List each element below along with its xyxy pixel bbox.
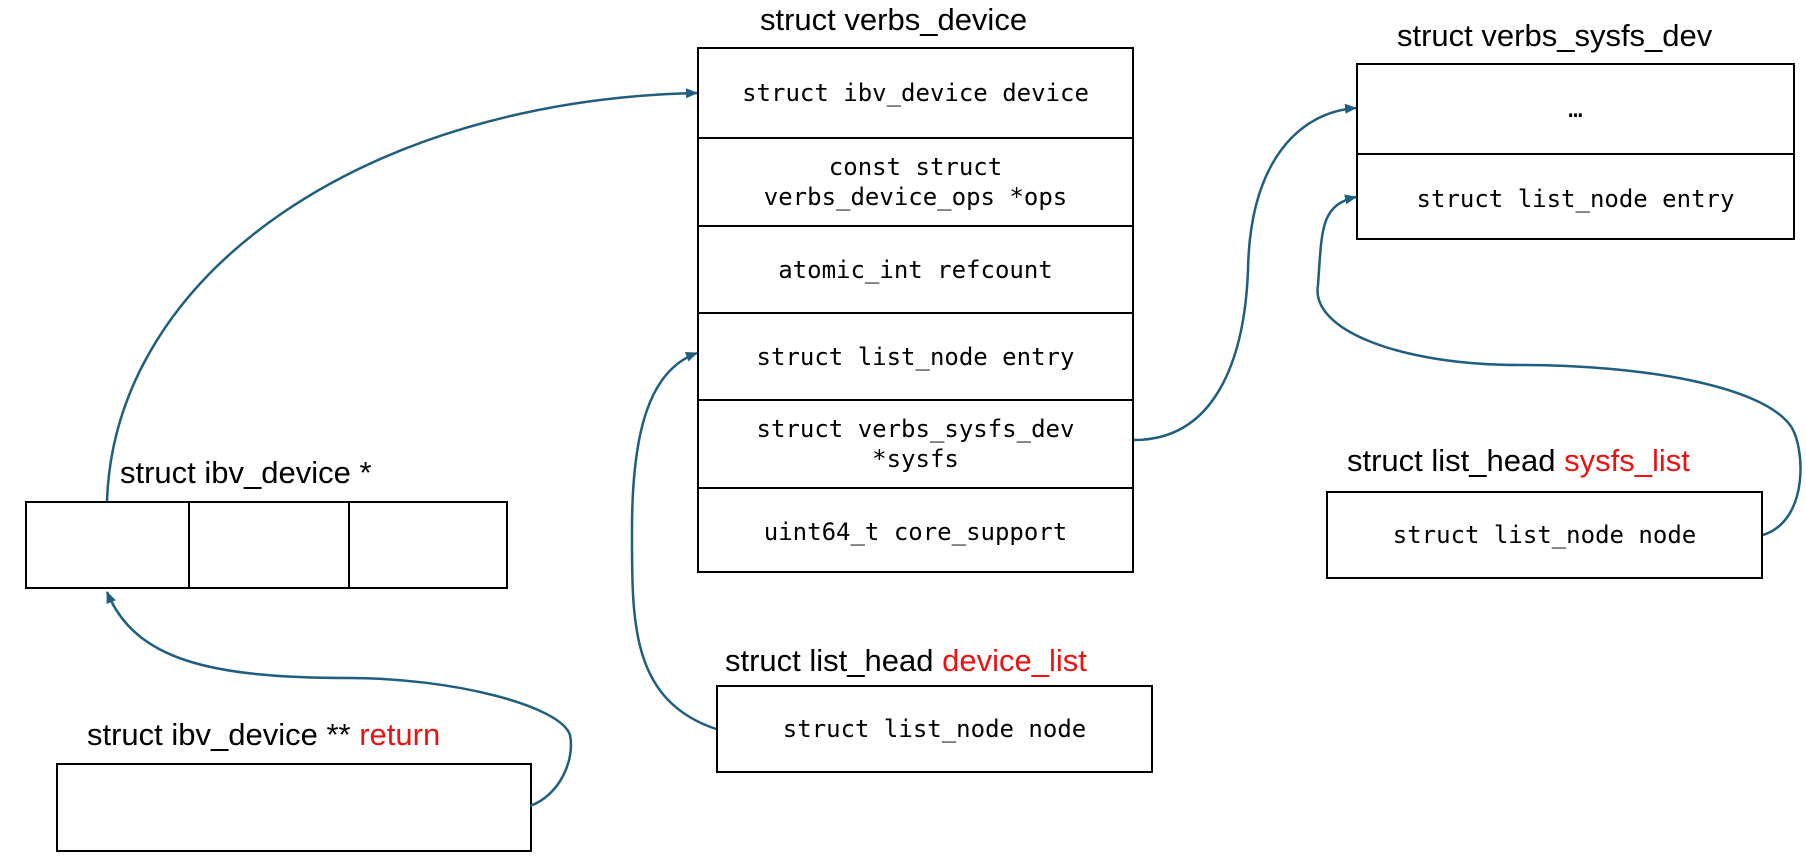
verbs-sysfs-dev-field-entry: struct list_node entry xyxy=(1358,153,1793,242)
verbs-sysfs-dev-title: struct verbs_sysfs_dev xyxy=(1397,18,1713,53)
device-list-title-type: struct list_head xyxy=(725,643,943,678)
verbs-sysfs-dev-field-ellipsis: … xyxy=(1568,95,1583,123)
arrow-sysfs-list-to-entry xyxy=(1316,194,1802,537)
return-title-name: return xyxy=(359,717,441,752)
ibv-device-pointer-array xyxy=(25,501,508,589)
sysfs-list-title-name: sysfs_list xyxy=(1564,443,1690,478)
device-list-title-name: device_list xyxy=(942,643,1087,678)
device-list-title: struct list_head device_list xyxy=(725,643,1087,679)
arrow-array-to-device xyxy=(105,88,698,502)
sysfs-list-field-node: struct list_node node xyxy=(1392,520,1697,549)
array-cell xyxy=(27,503,188,587)
verbs-sysfs-dev-struct: … struct list_node entry xyxy=(1356,63,1795,240)
sysfs-list-title-type: struct list_head xyxy=(1347,443,1565,478)
verbs-device-field-sysfs: struct verbs_sysfs_dev *sysfs xyxy=(699,399,1132,487)
verbs-device-field-device: struct ibv_device device xyxy=(742,79,1089,107)
verbs-device-field-core-support: uint64_t core_support xyxy=(699,487,1132,575)
return-title: struct ibv_device ** return xyxy=(87,717,440,753)
return-variable-box xyxy=(56,763,532,852)
return-title-type: struct ibv_device ** xyxy=(87,717,360,752)
verbs-device-struct: struct ibv_device device const struct ve… xyxy=(697,47,1134,573)
verbs-device-field-refcount: atomic_int refcount xyxy=(699,225,1132,312)
arrow-sysfs-to-sysfs-dev xyxy=(1133,103,1357,442)
verbs-device-title: struct verbs_device xyxy=(760,2,1028,37)
device-list-field-node: struct list_node node xyxy=(782,714,1087,743)
verbs-device-field-ops: const struct verbs_device_ops *ops xyxy=(699,137,1132,225)
array-cell xyxy=(348,503,510,587)
array-cell xyxy=(188,503,348,587)
device-list-struct: struct list_node node xyxy=(716,685,1153,773)
verbs-device-field-entry: struct list_node entry xyxy=(699,312,1132,399)
sysfs-list-title: struct list_head sysfs_list xyxy=(1347,443,1690,479)
ibv-device-array-title: struct ibv_device * xyxy=(120,455,372,490)
sysfs-list-struct: struct list_node node xyxy=(1326,491,1763,579)
